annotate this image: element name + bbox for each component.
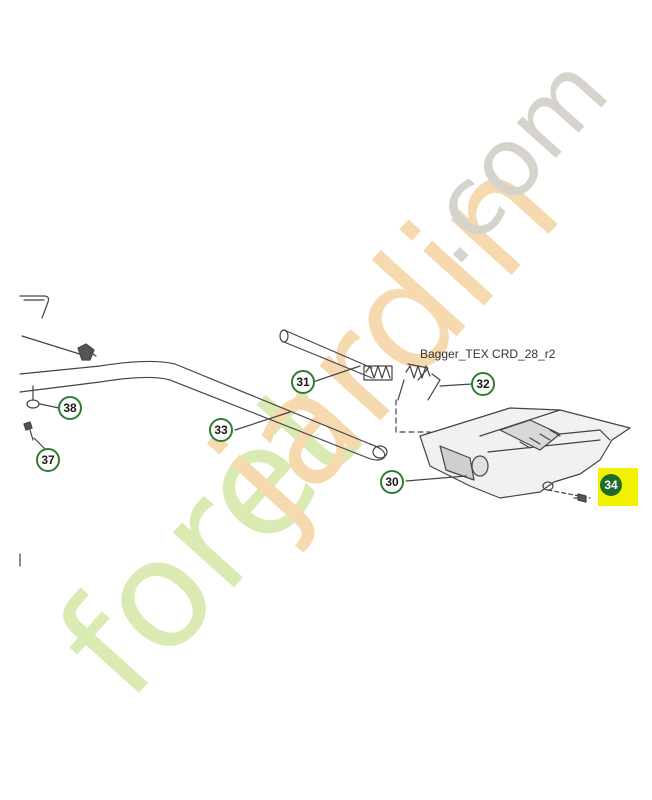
spring-left [363, 365, 393, 381]
torsion-spring [397, 363, 441, 401]
leader-33 [234, 411, 291, 431]
callout-30[interactable]: 30 [380, 470, 404, 494]
screw-34 [573, 493, 587, 503]
rod-left-hook [19, 295, 87, 357]
washer [26, 385, 40, 409]
callout-33-label: 33 [214, 423, 228, 437]
deflector [419, 407, 631, 499]
callout-31-label: 31 [296, 375, 310, 389]
diagram-caption: Bagger_TEX CRD_28_r2 [420, 347, 556, 361]
callout-38-label: 38 [63, 401, 77, 415]
cable-clip [77, 343, 97, 361]
pin-shaft [279, 329, 373, 379]
lever-rod [19, 360, 388, 461]
callout-34-label: 34 [604, 478, 618, 492]
callout-38[interactable]: 38 [58, 396, 82, 420]
callout-32[interactable]: 32 [471, 372, 495, 396]
callout-37[interactable]: 37 [36, 448, 60, 472]
watermark: foret jardin .com [25, 35, 629, 729]
callout-34-highlighted[interactable]: 34 [598, 468, 638, 506]
leader-32 [439, 383, 473, 387]
callout-31[interactable]: 31 [291, 370, 315, 394]
assembly-guide [395, 399, 431, 433]
leader-31 [312, 365, 361, 383]
leader-38 [39, 403, 60, 409]
callout-32-label: 32 [476, 377, 490, 391]
leader-30 [405, 475, 467, 482]
screw-small [23, 421, 34, 441]
callout-37-label: 37 [41, 453, 55, 467]
callout-33[interactable]: 33 [209, 418, 233, 442]
callout-30-label: 30 [385, 475, 399, 489]
